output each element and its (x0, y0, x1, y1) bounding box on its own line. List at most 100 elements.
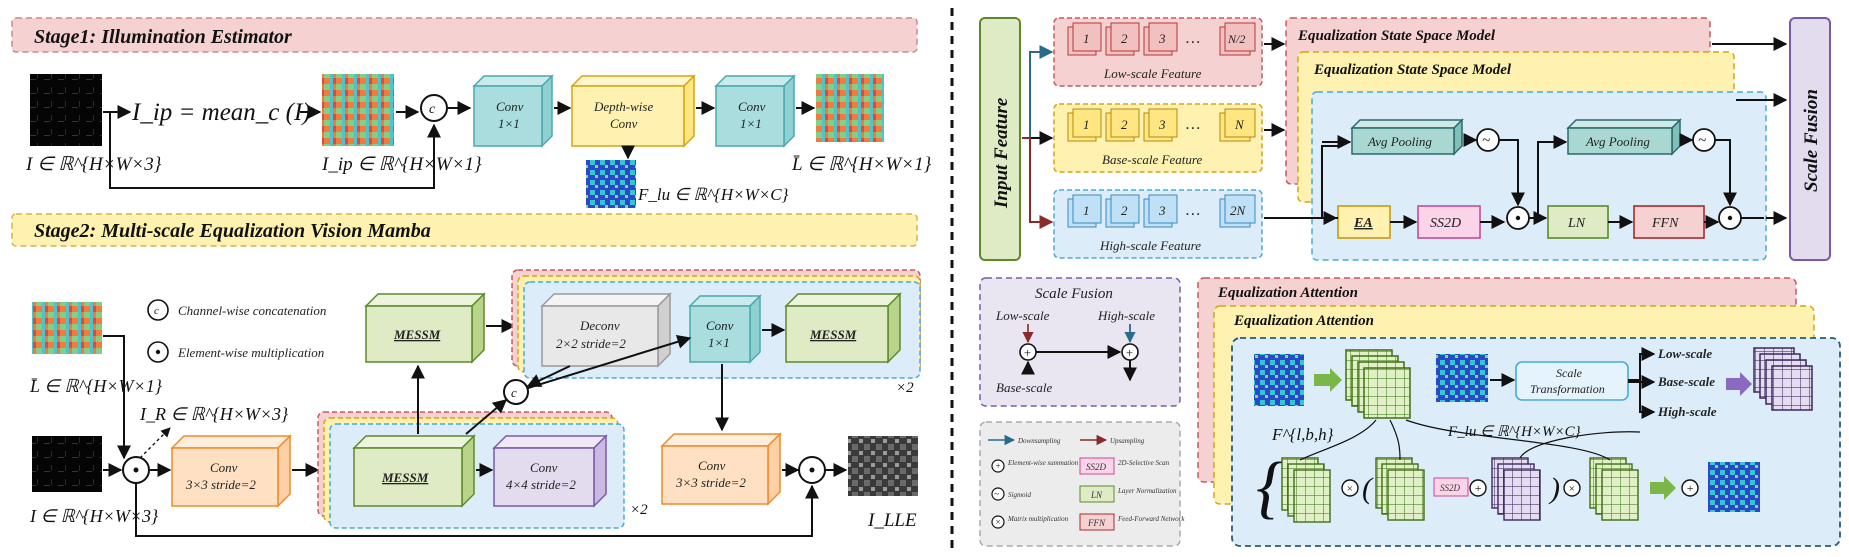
stage1-title: Stage1: Illumination Estimator (34, 26, 292, 48)
svg-text:3: 3 (1158, 31, 1166, 46)
scale-fusion-vertical-label: Scale Fusion (1801, 89, 1822, 192)
ea-base: Base-scale (1657, 374, 1715, 389)
input-feature-label: Input Feature (991, 97, 1012, 209)
svg-text:Scale: Scale (1556, 366, 1583, 380)
s1-conv1-block: Conv 1×1 (472, 74, 554, 148)
svg-text:Conv: Conv (496, 99, 524, 114)
output-label: I_LLE (867, 510, 917, 531)
legend-ln-chip (1079, 485, 1115, 503)
enc-times2: ×2 (630, 502, 648, 518)
legend-ffn-chip (1079, 513, 1115, 531)
high-scale-label: High-scale Feature (1099, 238, 1201, 253)
svg-text:MESSM: MESSM (381, 470, 429, 485)
ea-title-2: Equalization Attention (1233, 313, 1374, 329)
ea-low: Low-scale (1657, 346, 1712, 361)
legend-ss2d-chip (1079, 457, 1115, 475)
svg-text:~: ~ (1698, 133, 1706, 149)
ea-arrow-1 (1314, 368, 1342, 392)
svg-text:…: … (1186, 30, 1200, 47)
concat-op (420, 94, 448, 122)
stage2-title: Stage2: Multi-scale Equalization Vision … (34, 220, 431, 242)
stage1-input-label: I ∈ ℝ^{H×W×3} (25, 154, 162, 175)
svg-text:c: c (511, 385, 517, 400)
legend-sigmoid: Sigmoid (1008, 491, 1031, 499)
svg-text:N/2: N/2 (1227, 32, 1245, 46)
ea-eq-stack-4 (1589, 457, 1639, 521)
output-image (848, 436, 918, 496)
ir-label: I_R ∈ ℝ^{H×W×3} (139, 404, 289, 424)
svg-text:SS2D: SS2D (1430, 216, 1461, 231)
legend-ln-desc: Layer Normalization (1117, 487, 1177, 495)
svg-text:Avg Pooling: Avg Pooling (1585, 134, 1650, 149)
scale-fusion-box (1789, 17, 1831, 261)
svg-text:×: × (995, 517, 1001, 527)
svg-text:~: ~ (1482, 133, 1490, 149)
svg-text:1×1: 1×1 (708, 335, 730, 350)
svg-text:2: 2 (1121, 31, 1128, 46)
ea-eq-stack-2 (1375, 457, 1425, 521)
s1-conv2-block: Conv 1×1 (714, 74, 796, 148)
svg-text:…: … (1186, 116, 1200, 133)
svg-text:…: … (1186, 202, 1200, 219)
svg-text:MESSM: MESSM (393, 327, 441, 342)
flu-label: F_lu ∈ ℝ^{H×W×C} (637, 185, 789, 204)
legend-sigmoid-icon (991, 487, 1005, 501)
svg-text:1×1: 1×1 (740, 116, 762, 131)
svg-text:~: ~ (994, 489, 999, 499)
s2-conv-in-block: Conv 3×3 stride=2 (170, 434, 292, 508)
legend-sum-icon (991, 459, 1005, 473)
svg-text:Transformation: Transformation (1530, 382, 1605, 396)
fusion-high: High-scale (1097, 308, 1155, 323)
s2-input-dark (32, 436, 102, 492)
ip-heatmap (322, 74, 394, 146)
svg-text:3×3 stride=2: 3×3 stride=2 (675, 475, 746, 490)
svg-text:+: + (1125, 345, 1134, 360)
ip-label: I_ip ∈ ℝ^{H×W×1} (321, 154, 482, 175)
svg-text:N: N (1234, 117, 1245, 132)
legend-upsampling: Upsampling (1110, 437, 1145, 445)
low-scale-tokens: 1 2 3 … N/2 (1067, 22, 1256, 56)
svg-text:Deconv: Deconv (579, 318, 620, 333)
svg-text:FFN: FFN (1087, 518, 1106, 528)
dec-messm-block: MESSM (784, 292, 902, 364)
ea-input-heatmap (1254, 354, 1304, 406)
s2-lbar-label: L̄ ∈ ℝ^{H×W×1} (29, 376, 163, 396)
flu-feature-map (586, 160, 636, 208)
svg-text:Conv: Conv (738, 99, 766, 114)
legend-concat-icon (147, 299, 169, 321)
svg-text:(: ( (1362, 472, 1374, 505)
essm-title-1: Equalization State Space Model (1297, 28, 1496, 44)
svg-text:1: 1 (1083, 31, 1090, 46)
svg-text:FFN: FFN (1651, 216, 1679, 231)
svg-text:4×4 stride=2: 4×4 stride=2 (506, 477, 576, 492)
input-image-dark (30, 74, 102, 146)
base-scale-label: Base-scale Feature (1102, 152, 1202, 167)
ea-block: EA (1337, 205, 1391, 239)
stage1-lbar-label: L̄ ∈ ℝ^{H×W×1} (791, 154, 932, 175)
ea-scale-stack (1753, 347, 1813, 411)
ea-flu-label: F_lu ∈ ℝ^{H×W×C} (1447, 424, 1581, 440)
essm-title-2: Equalization State Space Model (1313, 62, 1512, 78)
svg-text:Depth-wise: Depth-wise (593, 99, 653, 114)
svg-text:SS2D: SS2D (1086, 462, 1107, 472)
svg-text:Avg Pooling: Avg Pooling (1367, 134, 1432, 149)
svg-text:Conv: Conv (210, 460, 238, 475)
ea-arrow-3 (1650, 476, 1676, 500)
ea-f-label: F^{l,b,h} (1271, 425, 1334, 444)
s2-lbar-heatmap (32, 302, 102, 354)
concat-op-symbol: c (429, 102, 436, 117)
svg-text:Conv: Conv (530, 460, 558, 475)
bottleneck-messm-block: MESSM (364, 292, 486, 364)
svg-text:3: 3 (1158, 117, 1166, 132)
ss2d-block: SS2D (1417, 205, 1481, 239)
svg-text:1: 1 (1083, 117, 1090, 132)
legend-panel (979, 421, 1181, 547)
svg-text:Conv: Conv (698, 458, 726, 473)
stage1-banner (11, 17, 918, 53)
svg-text:+: + (1474, 481, 1482, 495)
dec-times2: ×2 (896, 380, 914, 396)
legend-ffn-desc: Feed-Forward Network (1117, 515, 1185, 523)
fusion-base: Base-scale (996, 380, 1053, 395)
svg-text:×: × (1346, 483, 1353, 495)
